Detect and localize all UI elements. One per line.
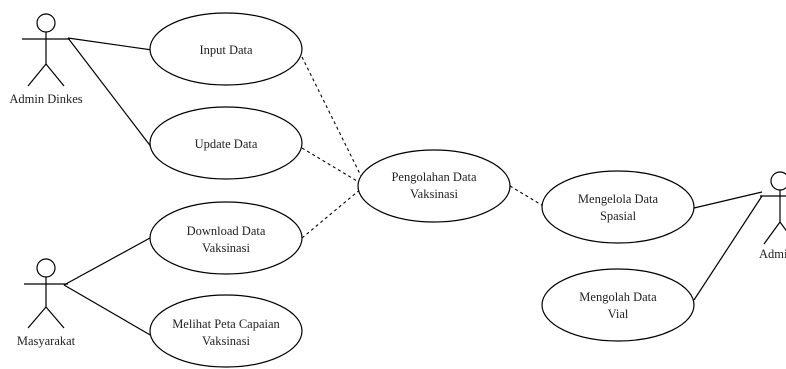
usecase-label: Input Data <box>199 43 253 57</box>
dep-pengolahan-mengelola <box>509 185 546 208</box>
assoc-admin-mengolah <box>693 195 763 301</box>
associations <box>63 37 763 337</box>
dep-update-pengolahan <box>301 147 363 185</box>
usecase-update-data: Update Data <box>149 106 303 180</box>
usecase-mengelola-data: Mengelola Data Spasial <box>541 170 695 244</box>
usecase-ellipse <box>149 294 303 368</box>
usecase-ellipse <box>541 170 695 244</box>
usecase-ellipse <box>149 201 303 275</box>
assoc-admin-mengelola <box>693 191 763 209</box>
usecase-download-data: Download Data Vaksinasi <box>149 201 303 275</box>
usecase-label-line2: Vaksinasi <box>202 334 250 348</box>
usecase-ellipse <box>149 12 303 86</box>
actor-admin: Admin <box>759 171 786 261</box>
usecase-label-line2: Vaksinasi <box>410 187 458 201</box>
actor-right-leg <box>779 221 786 232</box>
actor-label-admin: Admin <box>759 247 786 261</box>
usecase-label-line2: Vial <box>608 307 629 321</box>
usecase-label-line1: Pengolahan Data <box>391 170 476 184</box>
usecase-ellipse <box>541 268 695 342</box>
usecase-label-line1: Mengelola Data <box>578 192 659 206</box>
actor-head <box>770 171 786 191</box>
usecase-pengolahan-data: Pengolahan Data Vaksinasi <box>357 149 511 223</box>
dep-input-pengolahan <box>301 56 365 183</box>
actor-label-admin-dinkes: Admin Dinkes <box>9 92 82 106</box>
usecase-label-line1: Mengolah Data <box>579 290 657 304</box>
actor-left-leg <box>27 306 47 329</box>
actor-label-masyarakat: Masyarakat <box>17 334 76 348</box>
usecase-input-data: Input Data <box>149 12 303 86</box>
usecase-label-line2: Vaksinasi <box>202 241 250 255</box>
actor-head <box>36 13 56 33</box>
assoc-masyarakat-download <box>63 237 151 286</box>
usecase-ellipse <box>149 106 303 180</box>
usecase-ellipse <box>357 149 511 223</box>
actor-masyarakat: Masyarakat <box>17 258 76 348</box>
usecase-mengolah-data: Mengolah Data Vial <box>541 268 695 342</box>
usecase-label: Update Data <box>195 137 258 151</box>
assoc-masyarakat-melihat <box>63 284 153 337</box>
usecase-melihat-peta: Melihat Peta Capaian Vaksinasi <box>149 294 303 368</box>
actor-head <box>36 258 56 278</box>
usecase-label-line1: Melihat Peta Capaian <box>172 317 280 331</box>
actor-left-leg <box>27 63 47 87</box>
dep-download-pengolahan <box>301 187 363 239</box>
assoc-admindinkes-input <box>67 37 153 51</box>
actor-admin-dinkes: Admin Dinkes <box>9 13 83 106</box>
actor-right-leg <box>45 63 65 87</box>
assoc-admindinkes-update <box>67 37 153 149</box>
actor-left-leg <box>763 221 781 245</box>
usecase-label-line1: Download Data <box>187 224 266 238</box>
actor-right-leg <box>45 306 65 329</box>
usecase-label-line2: Spasial <box>600 209 637 223</box>
dependencies <box>301 56 546 239</box>
